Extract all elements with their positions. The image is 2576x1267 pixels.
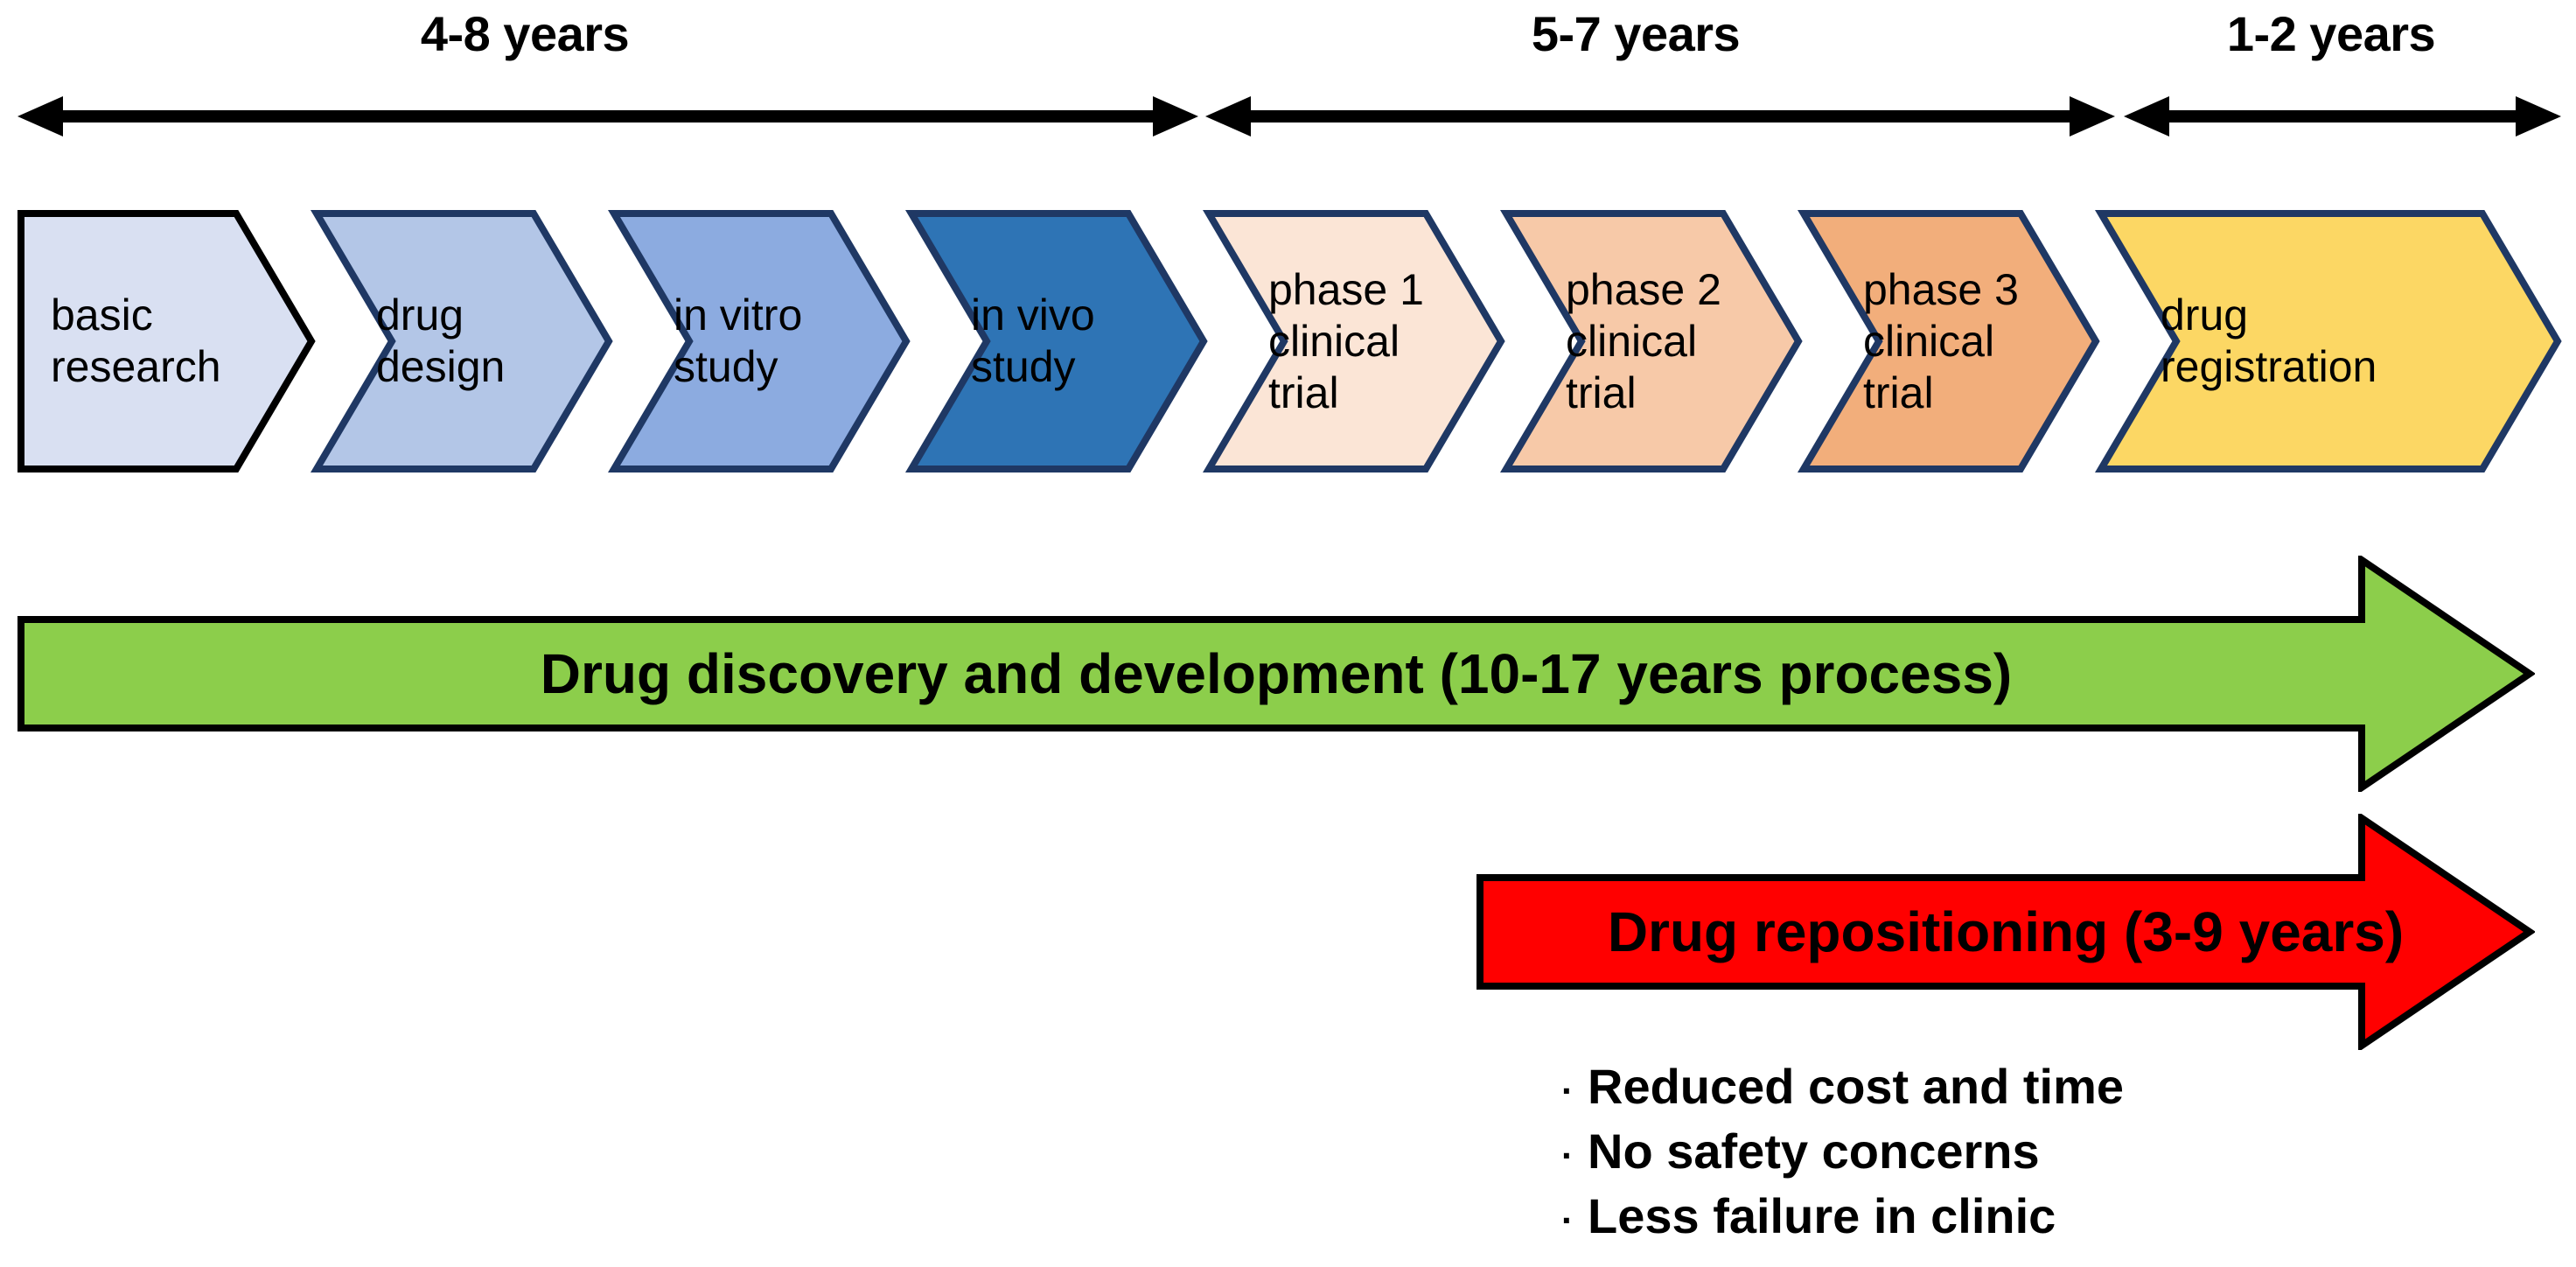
benefit-item: · Reduced cost and time (1561, 1054, 2524, 1119)
bullet-dot-icon: · (1561, 1070, 1574, 1111)
benefit-item: · No safety concerns (1561, 1119, 2524, 1184)
benefit-label: Reduced cost and time (1588, 1059, 2125, 1114)
benefit-item: · Less failure in clinic (1561, 1184, 2524, 1249)
timeline-arrow-1 (1205, 96, 2115, 136)
timeline-label-1: 5-7 years (1531, 6, 1741, 61)
stage-drug-registration[interactable]: drug registration (2095, 210, 2562, 472)
benefit-label: Less failure in clinic (1588, 1187, 2056, 1243)
timeline-arrow-0 (17, 96, 1198, 136)
drug-discovery-arrow[interactable]: Drug discovery and development (10-17 ye… (17, 556, 2535, 792)
timeline-label-0: 4-8 years (420, 6, 630, 61)
stage-basic-research[interactable]: basic research (17, 210, 316, 472)
stage-phase-2-clinical-trial[interactable]: phase 2 clinical trial (1500, 210, 1803, 472)
stage-phase-3-clinical-trial[interactable]: phase 3 clinical trial (1798, 210, 2100, 472)
bullet-dot-icon: · (1561, 1134, 1574, 1176)
drug-repositioning-arrow[interactable]: Drug repositioning (3-9 years) (1476, 814, 2535, 1050)
stage-in-vitro-study[interactable]: in vitro study (608, 210, 911, 472)
timeline-label-2: 1-2 years (2226, 6, 2436, 61)
stage-phase-1-clinical-trial[interactable]: phase 1 clinical trial (1203, 210, 1505, 472)
stage-drug-design[interactable]: drug design (311, 210, 613, 472)
timeline-arrow-2 (2124, 96, 2561, 136)
benefit-label: No safety concerns (1588, 1123, 2040, 1179)
benefits-list: · Reduced cost and time · No safety conc… (1561, 1054, 2524, 1249)
stage-in-vivo-study[interactable]: in vivo study (905, 210, 1208, 472)
bullet-dot-icon: · (1561, 1199, 1574, 1241)
